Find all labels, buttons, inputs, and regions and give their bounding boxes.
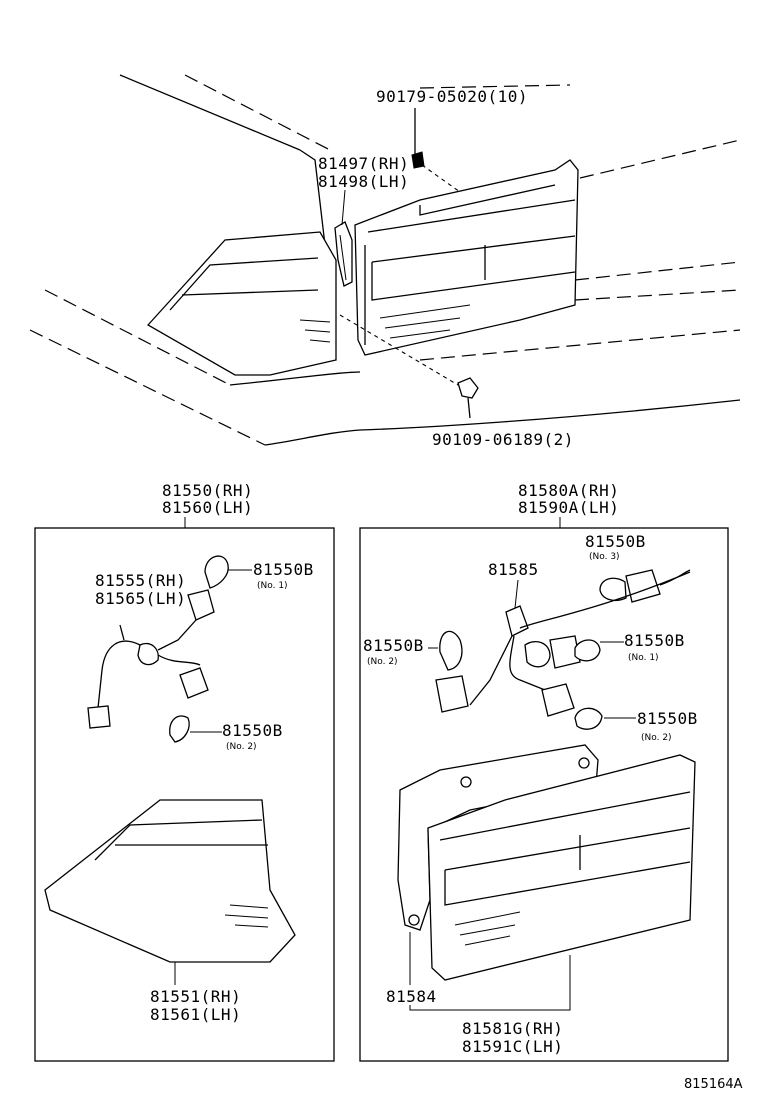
- left-assy-lh: 81560(LH): [162, 498, 253, 517]
- left-group-box: [34, 527, 335, 1062]
- left-socket-harness: [87, 589, 215, 729]
- right-bulb-no1-note: (No. 1): [628, 653, 659, 663]
- right-bulb-no3-note: (No. 3): [589, 552, 620, 562]
- left-bulb-no1: [204, 555, 252, 589]
- right-lens-rh: 81581G(RH): [462, 1019, 563, 1038]
- right-bulb-no2b-label: 81550B: [637, 709, 698, 728]
- left-bulb-no2-note: (No. 2): [226, 742, 257, 752]
- right-bulb-no2: [428, 630, 469, 713]
- right-bulb-no2b-note: (No. 2): [641, 733, 672, 743]
- vehicle-body-outline: [29, 74, 741, 446]
- left-lens: [44, 799, 296, 963]
- right-bulb-no3: [599, 569, 691, 603]
- right-socket-harness: [469, 571, 691, 717]
- figure-ref: 815164A: [684, 1077, 743, 1092]
- right-lens: [427, 754, 696, 981]
- back-door-lamp-on-vehicle: [354, 159, 579, 356]
- right-lens-lh: 81591C(LH): [462, 1037, 563, 1056]
- right-bulb-no2b: [574, 707, 636, 730]
- left-lens-lh: 81561(LH): [150, 1005, 241, 1024]
- bracket-81497: [334, 221, 353, 287]
- left-bulb-no2-label: 81550B: [222, 721, 283, 740]
- right-bulb-no2-note: (No. 2): [367, 657, 398, 667]
- left-lens-rh: 81551(RH): [150, 987, 241, 1006]
- right-bulb-no1-label: 81550B: [624, 631, 685, 650]
- screw-90109: [339, 314, 479, 419]
- right-bulb-no1: [574, 639, 624, 662]
- callout-bracket-rh: 81497(RH): [318, 154, 409, 173]
- callout-bolt: 90179-05020(10): [376, 87, 528, 106]
- left-bulb-no1-note: (No. 1): [257, 581, 288, 591]
- right-assy-rh: 81580A(RH): [518, 481, 619, 500]
- right-bulb-no2-label: 81550B: [363, 636, 424, 655]
- left-bulb-no2: [169, 715, 222, 743]
- callout-bracket-lh: 81498(LH): [318, 172, 409, 191]
- right-assy-lh: 81590A(LH): [518, 498, 619, 517]
- right-bulb-no3-label: 81550B: [585, 532, 646, 551]
- left-socket-lh: 81565(LH): [95, 589, 186, 608]
- left-assy-rh: 81550(RH): [162, 481, 253, 500]
- left-socket-rh: 81555(RH): [95, 571, 186, 590]
- right-gasket-label: 81584: [386, 987, 437, 1006]
- tail-lamp-on-vehicle: [146, 231, 337, 376]
- callout-screw: 90109-06189(2): [432, 430, 574, 449]
- right-group-box: [359, 527, 729, 1062]
- bolt-90179: [411, 108, 461, 193]
- right-socket-label: 81585: [488, 560, 539, 579]
- left-bulb-no1-label: 81550B: [253, 560, 314, 579]
